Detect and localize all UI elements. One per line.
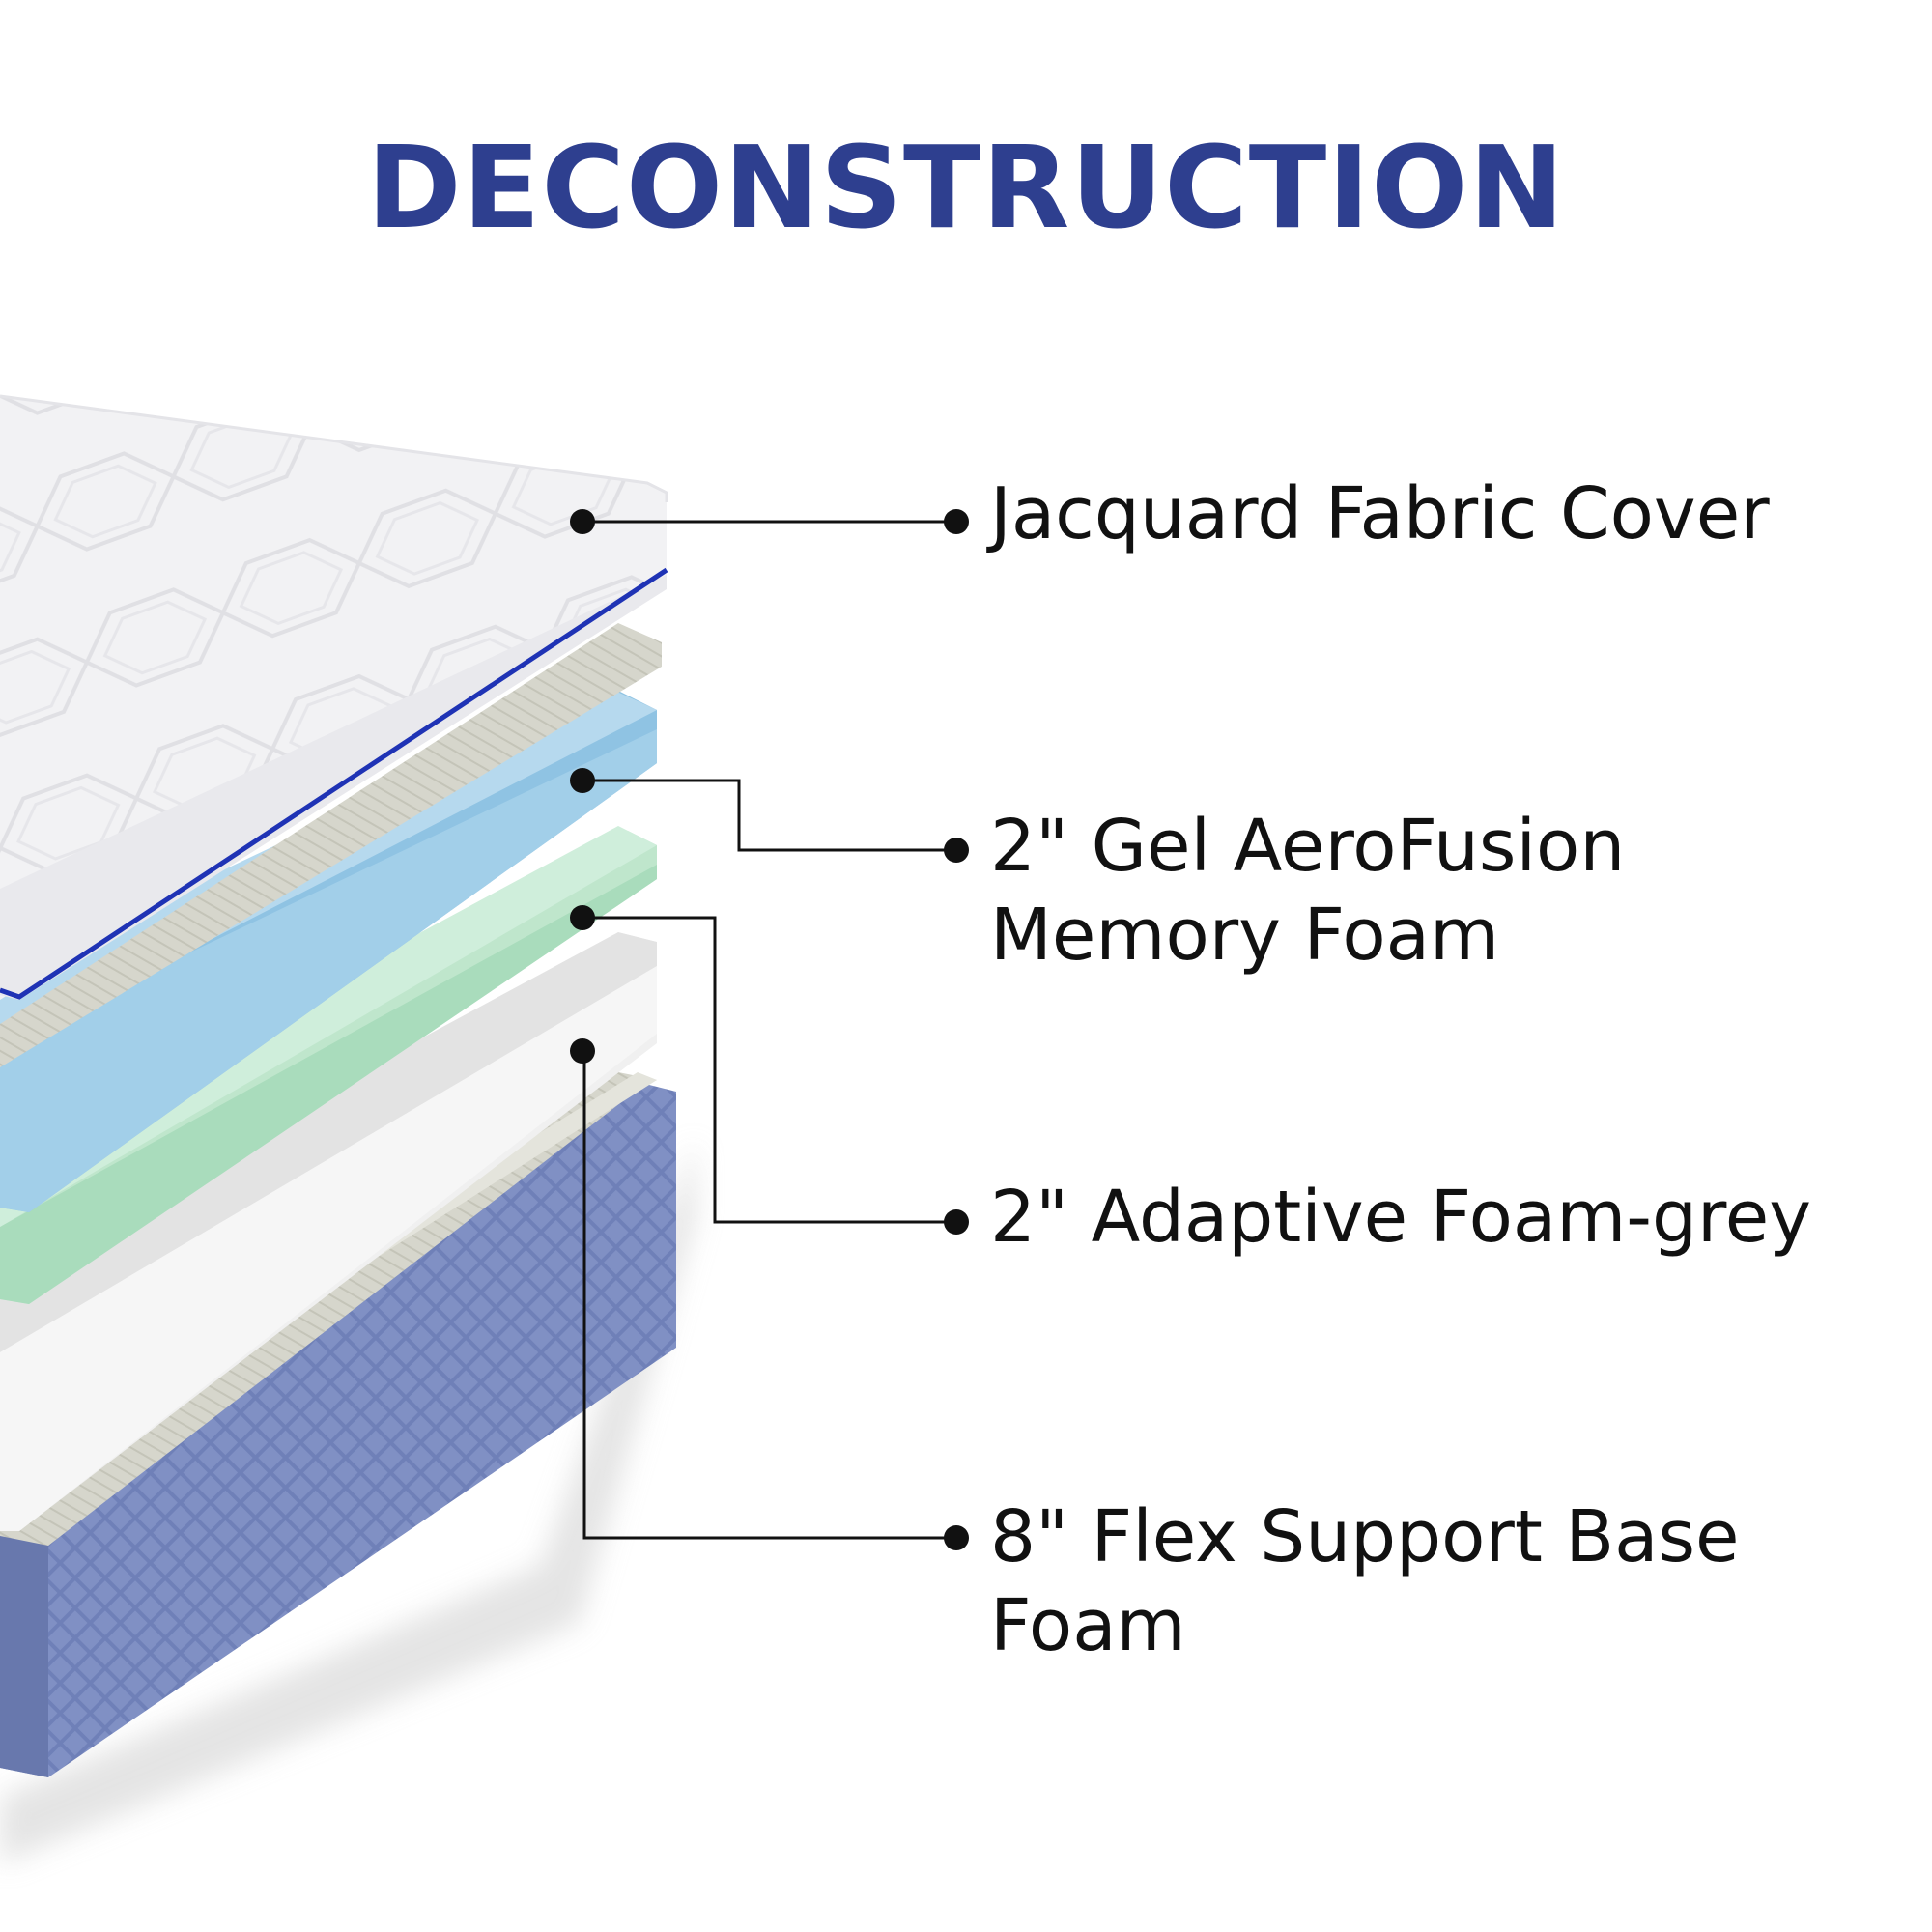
cover-layer (0, 394, 668, 1000)
support-foam-layer (0, 932, 657, 1531)
callout-cover (570, 509, 969, 534)
label-cover: Jacquard Fabric Cover (990, 469, 1770, 558)
label-base-foam-line-1: 8" Flex Support Base (990, 1495, 1740, 1578)
page-title: DECONSTRUCTION (366, 121, 1566, 254)
callout-base-foam (570, 1038, 969, 1550)
label-adaptive-foam-line-1: 2" Adaptive Foam-grey (990, 1176, 1812, 1259)
label-adaptive-foam: 2" Adaptive Foam-grey (990, 1173, 1811, 1262)
comfort-layer (0, 623, 662, 1067)
label-gel-foam: 2" Gel AeroFusion Memory Foam (990, 802, 1625, 980)
callout-gel-foam (570, 768, 969, 863)
mattress-shadow (0, 1140, 696, 1864)
label-base-foam-line-2: Foam (990, 1584, 1186, 1667)
label-cover-line-1: Jacquard Fabric Cover (990, 472, 1770, 555)
label-gel-foam-line-2: Memory Foam (990, 894, 1500, 977)
adaptive-foam-layer (0, 826, 657, 1304)
callout-adaptive-foam (570, 905, 969, 1235)
label-base-foam: 8" Flex Support Base Foam (990, 1492, 1740, 1670)
label-gel-foam-line-1: 2" Gel AeroFusion (990, 805, 1626, 888)
